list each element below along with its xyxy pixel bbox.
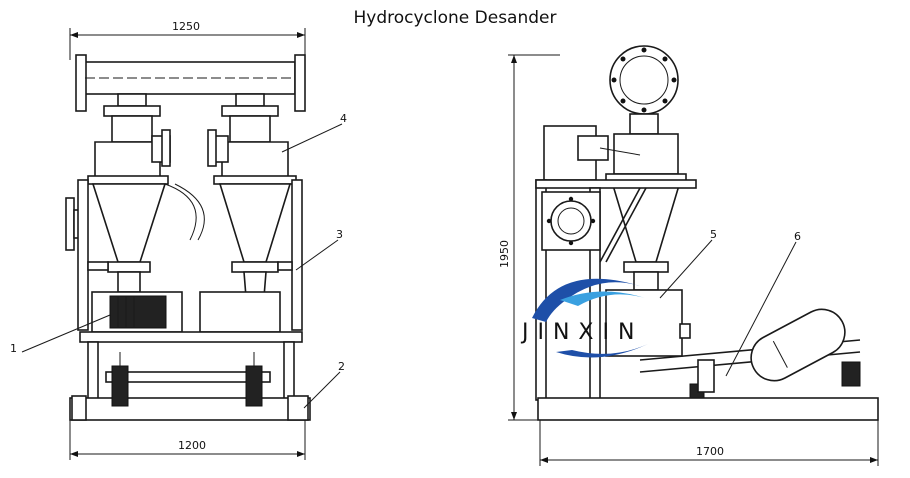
side-view: 1950 <box>498 45 879 466</box>
jinxin-logo: JINXIN <box>520 278 648 358</box>
diagram-title: Hydrocyclone Desander <box>353 8 557 28</box>
callout-3: 3 <box>336 228 343 241</box>
callout-5: 5 <box>710 228 717 241</box>
callout-6: 6 <box>794 230 801 243</box>
dim-side-height: 1950 <box>498 240 511 268</box>
logo-arc-light <box>560 291 645 306</box>
logo-arc-dark <box>532 278 640 322</box>
callout-2: 2 <box>338 360 345 373</box>
logo-arc-bottom <box>556 344 648 358</box>
callout-4: 4 <box>340 112 347 125</box>
callout-1: 1 <box>10 342 17 355</box>
dim-side-bottom: 1700 <box>696 445 724 458</box>
logo-text: JINXIN <box>520 320 643 345</box>
dim-front-top: 1250 <box>172 20 200 33</box>
front-view: 1250 <box>10 20 347 460</box>
dim-front-bottom: 1200 <box>178 439 206 452</box>
